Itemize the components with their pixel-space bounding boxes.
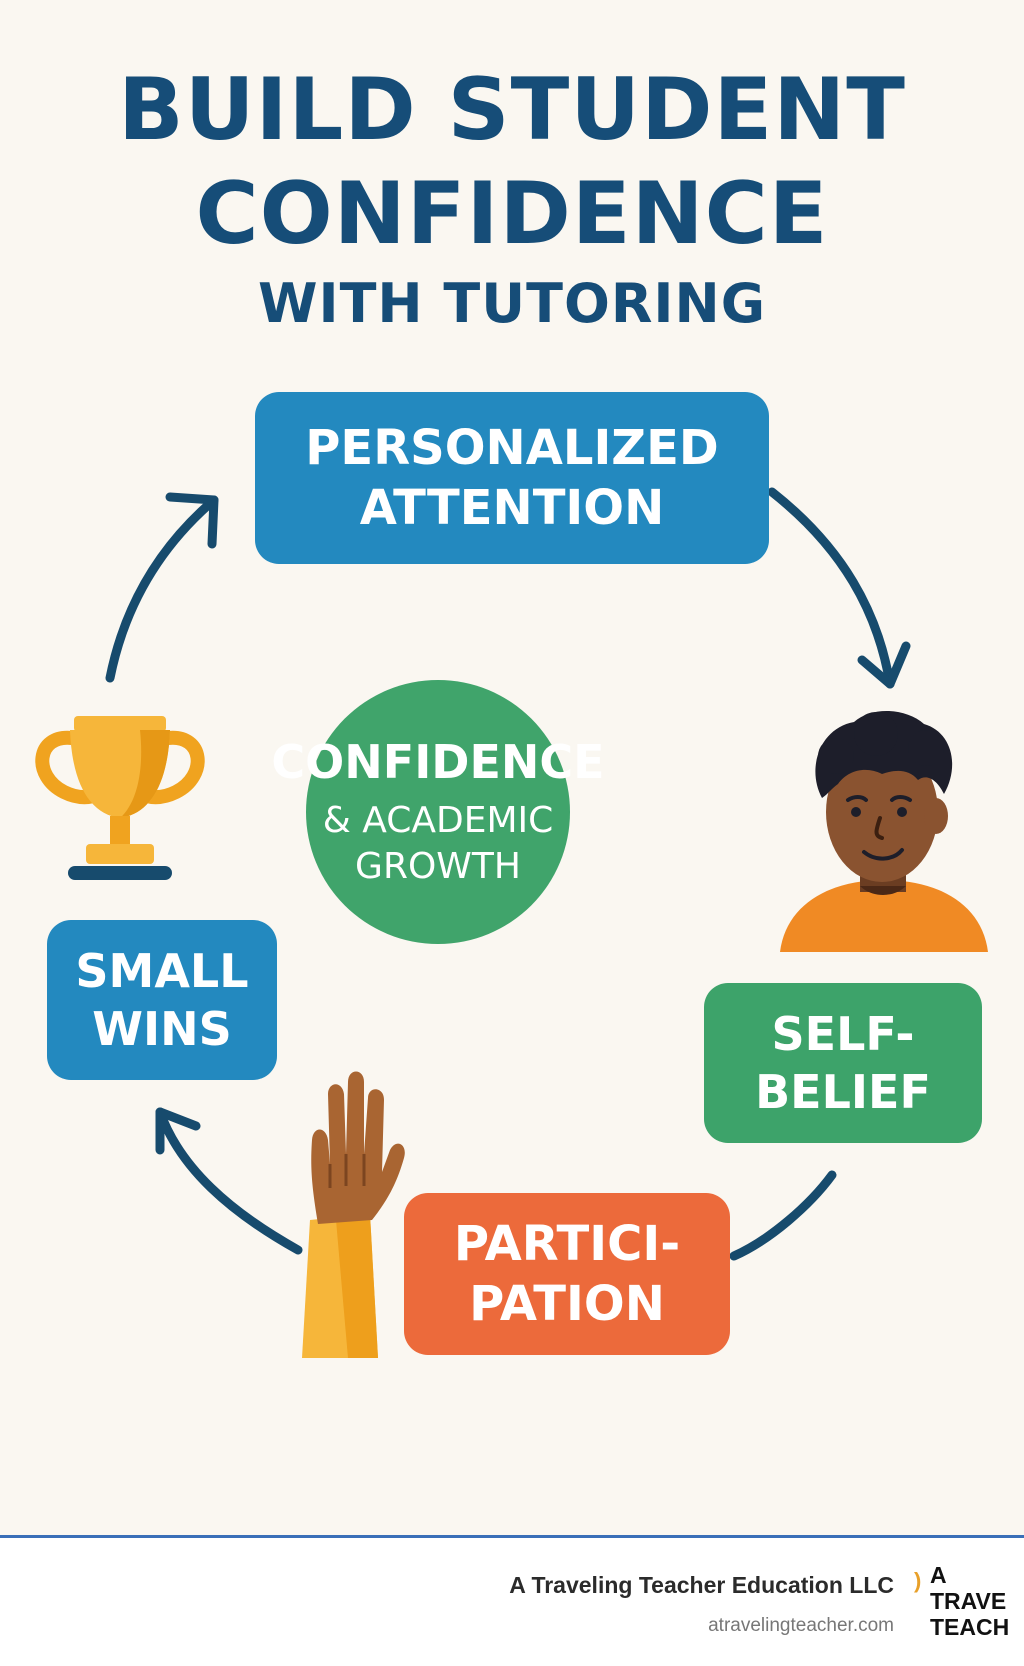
logo-line-3: TEACH bbox=[930, 1614, 1010, 1640]
arrow-attention-to-student bbox=[767, 487, 895, 689]
arrow-head-4 bbox=[165, 492, 219, 549]
company-logo: ) A TRAVE TEACH bbox=[914, 1562, 1024, 1646]
student-icon bbox=[780, 710, 988, 952]
step-participation: PARTICI- PATION bbox=[404, 1193, 730, 1355]
arrow-participation-to-wins bbox=[155, 1107, 303, 1255]
logo-mark-icon: ) bbox=[914, 1568, 922, 1593]
title-line-2: CONFIDENCE bbox=[195, 164, 829, 264]
step-attention-line1: PERSONALIZED bbox=[305, 420, 719, 476]
raised-hand-icon bbox=[302, 1071, 405, 1358]
arrow-wins-to-attention bbox=[105, 495, 219, 683]
trophy-icon bbox=[35, 716, 205, 880]
step-part-line1: PARTICI- bbox=[453, 1216, 681, 1272]
step-personalized-attention: PERSONALIZED ATTENTION bbox=[255, 392, 769, 564]
step-self-belief: SELF- BELIEF bbox=[704, 983, 982, 1143]
subtitle: WITH TUTORING bbox=[257, 272, 767, 335]
center-sub-line1: & ACADEMIC bbox=[322, 800, 554, 841]
arrow-belief-to-participation bbox=[729, 1170, 837, 1261]
footer-website-link[interactable]: atravelingteacher.com bbox=[708, 1615, 894, 1636]
center-sub-line2: GROWTH bbox=[355, 846, 521, 887]
footer-company-name: A Traveling Teacher Education LLC bbox=[509, 1572, 894, 1598]
center-main-label: CONFIDENCE bbox=[271, 735, 605, 789]
step-wins-line1: SMALL bbox=[75, 944, 249, 998]
step-belief-line2: BELIEF bbox=[755, 1065, 931, 1119]
cycle-arrows bbox=[105, 487, 911, 1261]
step-attention-line2: ATTENTION bbox=[359, 480, 665, 536]
center-confidence-circle: CONFIDENCE & ACADEMIC GROWTH bbox=[271, 680, 605, 944]
footer-divider bbox=[0, 1535, 1024, 1538]
step-belief-line1: SELF- bbox=[771, 1007, 915, 1061]
logo-line-1: A bbox=[930, 1562, 947, 1588]
step-part-line2: PATION bbox=[469, 1276, 665, 1332]
arrow-head-3 bbox=[155, 1107, 201, 1155]
arrow-head-1 bbox=[857, 641, 911, 689]
step-small-wins: SMALL WINS bbox=[47, 920, 277, 1080]
step-wins-line2: WINS bbox=[92, 1002, 232, 1056]
infographic-canvas: BUILD STUDENT CONFIDENCE WITH TUTORING P… bbox=[0, 0, 1024, 1536]
logo-line-2: TRAVE bbox=[930, 1588, 1007, 1614]
title-line-1: BUILD STUDENT bbox=[118, 60, 906, 160]
